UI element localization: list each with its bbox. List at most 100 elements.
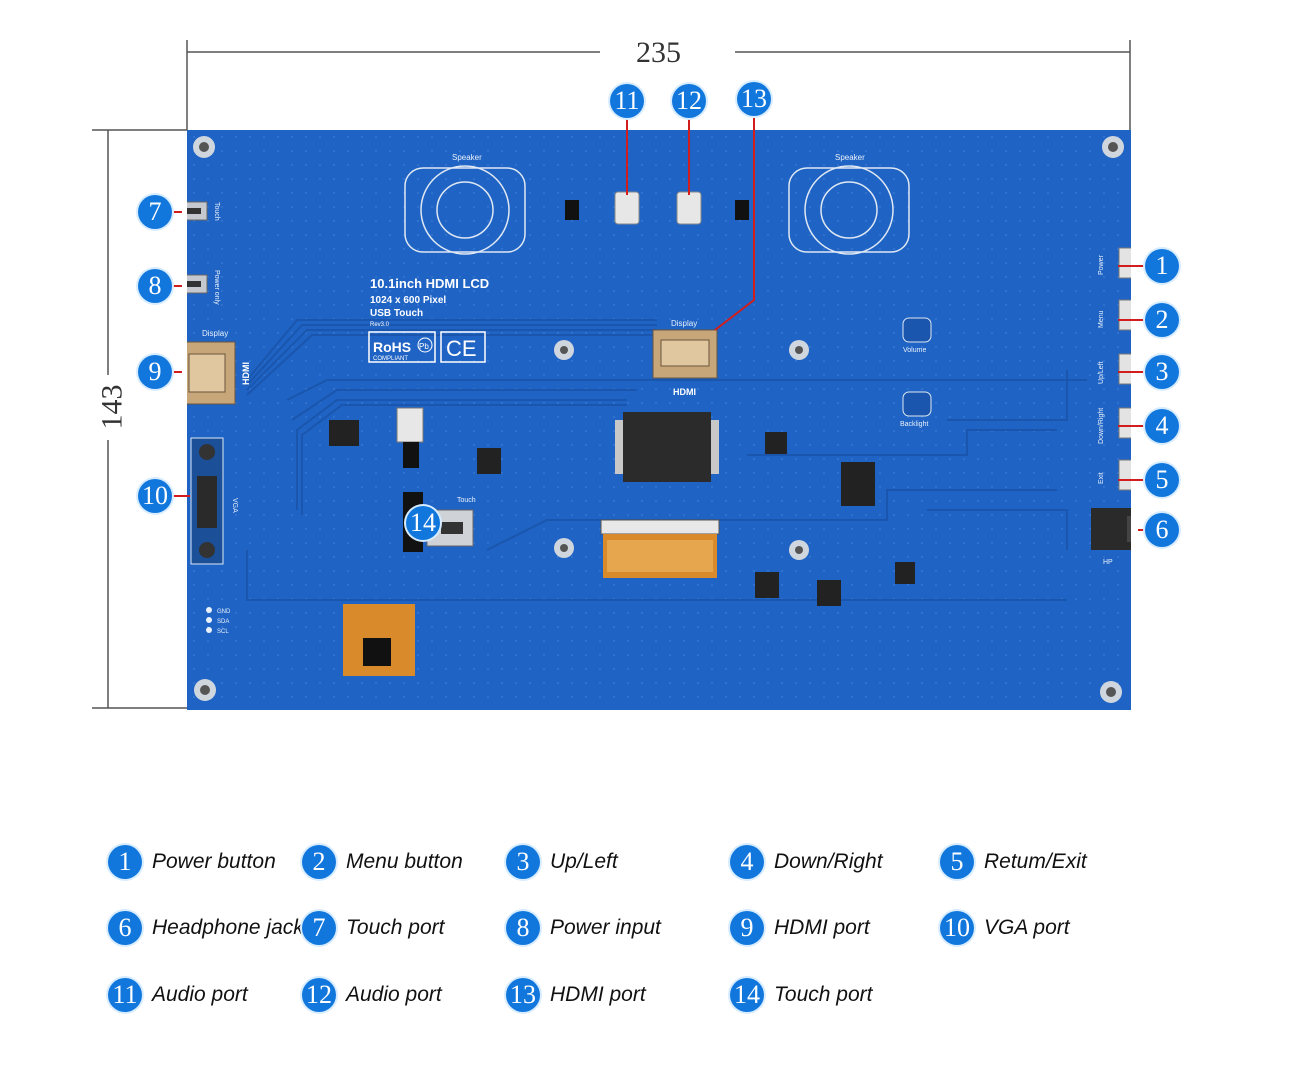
micro-usb-touch: [187, 201, 208, 221]
legend-number: 1: [108, 845, 142, 879]
speaker-right: [788, 165, 910, 255]
legend-label: HDMI port: [550, 983, 646, 1006]
legend-item-1: 1 Power button: [108, 842, 276, 882]
callout-1: 1: [1145, 249, 1179, 283]
legend-number: 11: [108, 978, 142, 1012]
callout-6: 6: [1145, 513, 1179, 547]
svg-text:Menu: Menu: [1098, 310, 1105, 328]
pcb-board: Speaker Speaker 10.1inch HDMI LCD 1024 x…: [187, 130, 1131, 710]
svg-text:Up/Left: Up/Left: [1098, 361, 1105, 384]
board-resolution: 1024 x 600 Pixel: [370, 295, 446, 306]
callout-14: 14: [406, 506, 440, 540]
ffc-connector: [600, 519, 720, 578]
svg-text:Power: Power: [1098, 254, 1105, 275]
callout-11: 11: [610, 84, 644, 118]
legend-label: Headphone jack: [152, 916, 304, 939]
legend-label: Menu button: [346, 850, 463, 873]
board-touch: USB Touch: [370, 308, 423, 319]
callout-8: 8: [138, 269, 172, 303]
vga-connector: [190, 437, 224, 565]
side-button-labels: Power Menu Up/Left Down/Right Exit: [1098, 254, 1105, 484]
legend-label: VGA port: [984, 916, 1070, 939]
svg-text:Backlight: Backlight: [900, 421, 928, 428]
legend-number: 7: [302, 911, 336, 945]
svg-text:Pb: Pb: [419, 342, 429, 351]
callout-12: 12: [672, 84, 706, 118]
legend-number: 8: [506, 911, 540, 945]
board-title: 10.1inch HDMI LCD: [370, 276, 489, 291]
legend-number: 14: [730, 978, 764, 1012]
legend-item-8: 8 Power input: [506, 908, 661, 948]
legend-number: 3: [506, 845, 540, 879]
callout-5: 5: [1145, 463, 1179, 497]
legend-number: 10: [940, 911, 974, 945]
hdmi-connector-left: [187, 341, 236, 405]
legend-number: 6: [108, 911, 142, 945]
callout-4: 4: [1145, 409, 1179, 443]
mounting-holes: [193, 136, 1124, 703]
svg-text:HDMI: HDMI: [241, 362, 251, 385]
callout-2: 2: [1145, 303, 1179, 337]
legend-number: 5: [940, 845, 974, 879]
legend-item-4: 4 Down/Right: [730, 842, 883, 882]
legend-number: 12: [302, 978, 336, 1012]
callout-3: 3: [1145, 355, 1179, 389]
main-chip: [615, 412, 719, 482]
svg-text:Volume: Volume: [903, 347, 926, 354]
legend-item-2: 2 Menu button: [302, 842, 463, 882]
legend-label: Up/Left: [550, 850, 618, 873]
ce-logo: CE: [440, 331, 486, 363]
svg-text:Down/Right: Down/Right: [1098, 408, 1105, 444]
legend-label: Power button: [152, 850, 276, 873]
legend-item-12: 12 Audio port: [302, 975, 442, 1015]
callout-10: 10: [138, 479, 172, 513]
legend-item-3: 3 Up/Left: [506, 842, 618, 882]
legend-item-6: 6 Headphone jack: [108, 908, 304, 948]
speaker-left-label: Speaker: [452, 153, 482, 162]
svg-text:Display: Display: [202, 329, 228, 338]
board-revision: Rev3.0: [370, 322, 390, 328]
svg-text:COMPLIANT: COMPLIANT: [373, 356, 408, 362]
headphone-jack: [1091, 508, 1131, 550]
legend-label: Retum/Exit: [984, 850, 1087, 873]
svg-text:HP: HP: [1103, 559, 1113, 566]
legend-item-14: 14 Touch port: [730, 975, 872, 1015]
svg-text:HDMI: HDMI: [673, 387, 696, 397]
svg-text:VGA: VGA: [231, 498, 238, 513]
callout-13: 13: [737, 82, 771, 116]
speaker-right-label: Speaker: [835, 153, 865, 162]
legend-label: Touch port: [774, 983, 873, 1006]
rohs-logo: RoHS COMPLIANT Pb: [368, 331, 436, 363]
legend-item-7: 7 Touch port: [302, 908, 444, 948]
speaker-left: [404, 165, 526, 255]
svg-text:Touch: Touch: [457, 497, 476, 504]
svg-text:Power only: Power only: [213, 270, 220, 305]
legend-number: 2: [302, 845, 336, 879]
legend-label: Power input: [550, 916, 661, 939]
legend-number: 4: [730, 845, 764, 879]
legend-label: Touch port: [346, 916, 445, 939]
svg-text:Touch: Touch: [213, 202, 220, 221]
legend-item-11: 11 Audio port: [108, 975, 248, 1015]
legend-number: 9: [730, 911, 764, 945]
legend-label: Audio port: [346, 983, 442, 1006]
width-dimension: 235: [636, 36, 681, 69]
callout-7: 7: [138, 195, 172, 229]
legend-item-10: 10 VGA port: [940, 908, 1070, 948]
hdmi-connector-center: [652, 329, 718, 379]
legend-label: HDMI port: [774, 916, 870, 939]
legend-item-13: 13 HDMI port: [506, 975, 646, 1015]
svg-text:SDA: SDA: [217, 619, 229, 625]
svg-text:Exit: Exit: [1098, 472, 1105, 484]
callout-9: 9: [138, 355, 172, 389]
side-buttons: [1118, 247, 1131, 491]
legend-label: Down/Right: [774, 850, 883, 873]
legend-label: Audio port: [152, 983, 248, 1006]
svg-text:GND: GND: [217, 609, 231, 615]
legend-item-9: 9 HDMI port: [730, 908, 870, 948]
legend-number: 13: [506, 978, 540, 1012]
legend-item-5: 5 Retum/Exit: [940, 842, 1087, 882]
svg-text:CE: CE: [446, 336, 477, 361]
